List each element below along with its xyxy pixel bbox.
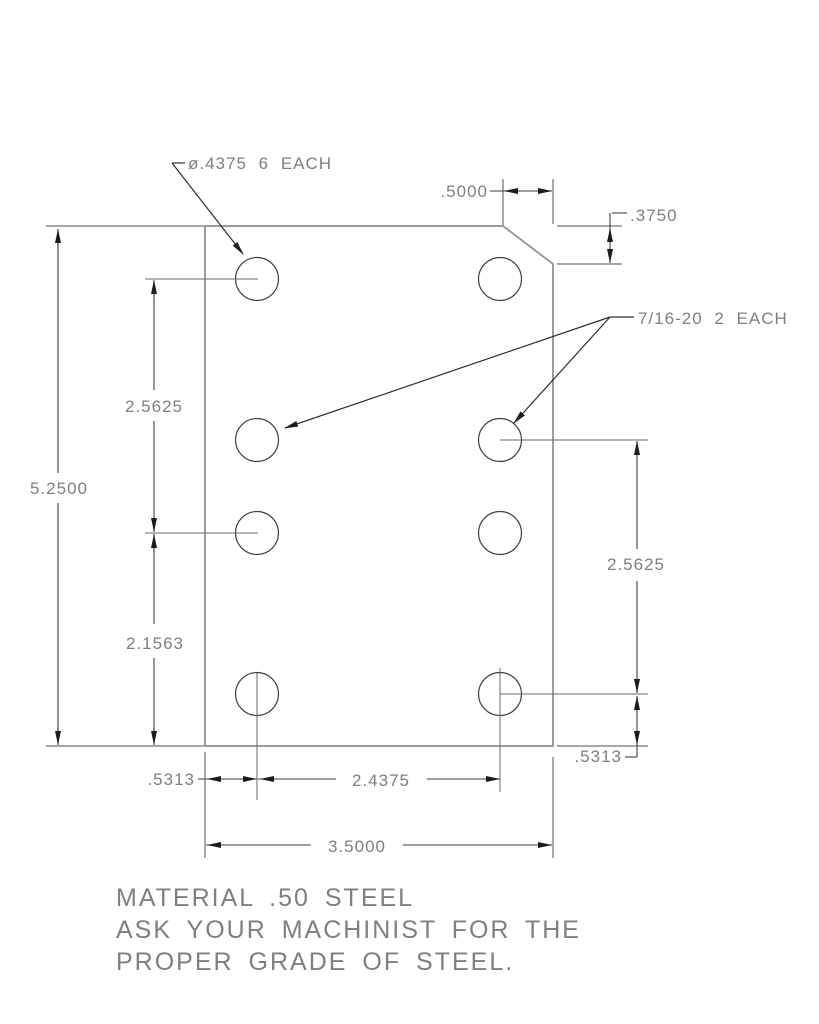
- label-right-span: 2.5625: [607, 555, 665, 574]
- note-line-2: ASK YOUR MACHINIST FOR THE: [116, 916, 581, 944]
- note-line-1: MATERIAL .50 STEEL: [116, 884, 414, 912]
- dim-right-offset: [625, 696, 640, 758]
- dimension-labels: 5.2500 2.5625 2.1563 .5000 .3750 2.5625 …: [30, 154, 788, 856]
- label-bottom-offset: .5313: [147, 770, 195, 789]
- label-right-offset: .5313: [574, 747, 622, 766]
- hole-centerlines: [145, 278, 648, 800]
- dimension-lines: [55, 188, 640, 848]
- leader-lines: [171, 162, 634, 429]
- leader-drill-callout: [171, 162, 244, 255]
- dim-chamfer-height: [607, 212, 627, 263]
- label-plate-height: 5.2500: [30, 479, 88, 498]
- label-chamfer-width: .5000: [440, 182, 488, 201]
- label-tap-callout: 7/16-20 2 EACH: [638, 309, 788, 328]
- hole-tap: [234, 417, 280, 463]
- hole-pattern: [234, 256, 523, 717]
- label-chamfer-height: .3750: [630, 206, 678, 225]
- label-plate-width: 3.5000: [328, 837, 386, 856]
- plate-outline: [204, 225, 554, 747]
- extension-lines: [46, 179, 648, 858]
- hole-drill: [477, 510, 523, 556]
- label-drill-callout: ø.4375 6 EACH: [188, 154, 332, 173]
- label-left-upper: 2.5625: [125, 397, 183, 416]
- note-line-3: PROPER GRADE OF STEEL.: [116, 948, 514, 976]
- leader-tap-callout: [284, 316, 634, 429]
- label-bottom-span: 2.4375: [352, 771, 410, 790]
- hole-drill: [477, 256, 523, 302]
- label-left-lower: 2.1563: [126, 634, 184, 653]
- material-notes: MATERIAL .50 STEEL ASK YOUR MACHINIST FO…: [116, 884, 581, 976]
